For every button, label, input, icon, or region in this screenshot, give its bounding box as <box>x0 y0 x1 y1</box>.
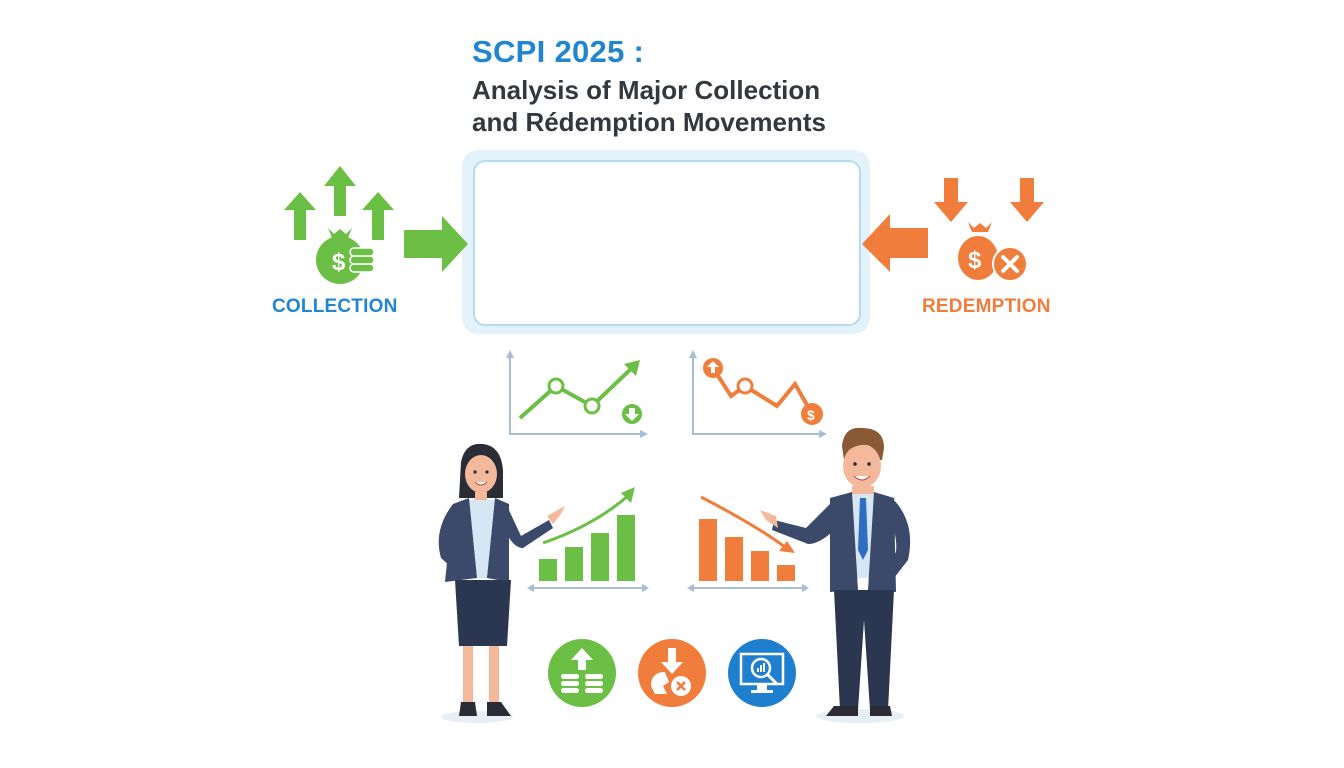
center-box <box>473 160 861 326</box>
subtitle-line-1: Analysis of Major Collection <box>472 75 821 105</box>
redemption-label: REDEMPTION <box>922 296 1051 317</box>
businesswoman-illustration <box>438 443 565 723</box>
collection-label: COLLECTION <box>272 296 398 317</box>
businessman-illustration <box>760 427 911 723</box>
collection-bar-chart <box>527 487 649 592</box>
coins-up-icon <box>548 639 616 707</box>
svg-text:$: $ <box>968 247 982 274</box>
page-title: SCPI 2025 : <box>472 34 645 69</box>
collection-line-chart <box>506 350 648 438</box>
svg-text:$: $ <box>332 249 346 276</box>
svg-text:$: $ <box>807 407 815 423</box>
page-subtitle: Analysis of Major Collection and Rédempt… <box>472 74 826 138</box>
redemption-bar-chart <box>687 495 809 592</box>
redemption-line-chart: $ <box>689 350 827 438</box>
monitor-analysis-icon <box>728 639 796 707</box>
broken-piggy-down-icon <box>638 639 706 707</box>
redemption-arrows-icon: $ <box>862 178 1044 282</box>
collection-arrows-icon: $ <box>284 166 468 284</box>
subtitle-line-2: and Rédemption Movements <box>472 107 826 137</box>
